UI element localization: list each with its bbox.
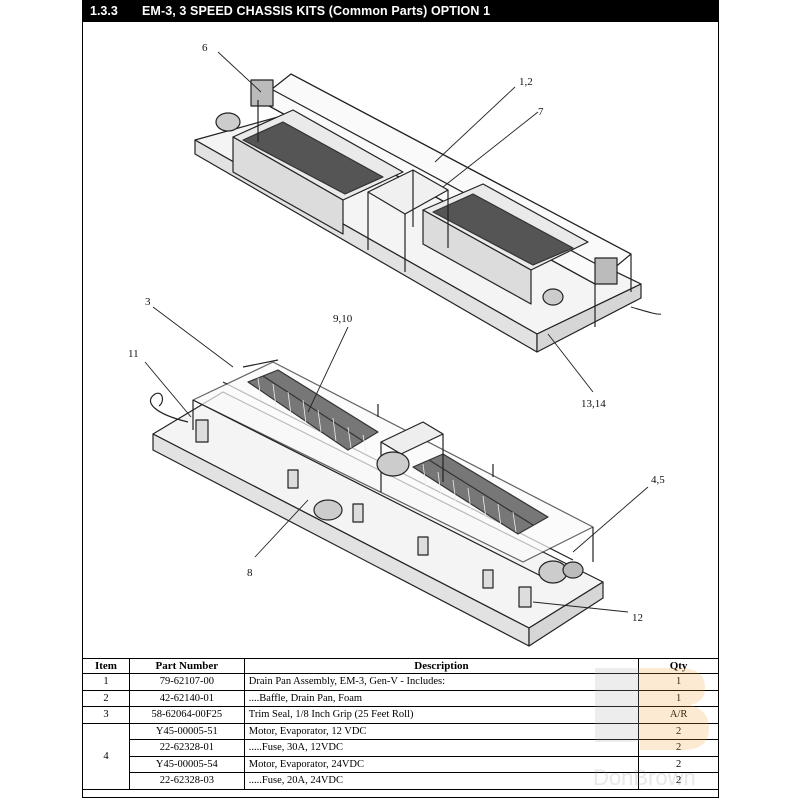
- table-row: 22-62328-03 .....Fuse, 20A, 24VDC 2: [83, 772, 719, 790]
- table-row: 22-62328-01 .....Fuse, 30A, 12VDC 2: [83, 739, 719, 757]
- description-cell: Motor, Evaporator, 24VDC: [243, 755, 640, 773]
- description-cell: Motor, Evaporator, 12 VDC: [243, 722, 640, 740]
- qty-cell: 1: [638, 673, 719, 691]
- callout-1-2: 1,2: [519, 76, 533, 88]
- qty-cell: 2: [638, 739, 719, 757]
- section-number: 1.3.3: [90, 4, 118, 18]
- callout-7: 7: [538, 106, 544, 118]
- table-row: Y45-00005-54 Motor, Evaporator, 24VDC 2: [83, 755, 719, 773]
- qty-cell: 2: [638, 772, 719, 790]
- col-qty: Qty: [638, 658, 719, 674]
- leader-lines: [144, 51, 649, 613]
- callout-12: 12: [632, 612, 643, 624]
- section-title: EM-3, 3 SPEED CHASSIS KITS (Common Parts…: [142, 4, 491, 18]
- description-cell: Drain Pan Assembly, EM-3, Gen-V - Includ…: [243, 673, 640, 691]
- chassis-drawing: [144, 51, 662, 647]
- col-part-number: Part Number: [128, 658, 245, 674]
- part-number-cell: 22-62328-01: [128, 739, 245, 757]
- table-row: 1 79-62107-00 Drain Pan Assembly, EM-3, …: [82, 673, 719, 691]
- part-number-cell: 42-62140-01: [128, 689, 245, 707]
- callout-4-5: 4,5: [651, 474, 665, 486]
- item-cell: 1: [82, 673, 130, 691]
- item-cell: 4: [82, 722, 130, 790]
- lower-assembly: [149, 359, 604, 647]
- qty-cell: 1: [638, 689, 719, 707]
- callout-6: 6: [202, 42, 208, 54]
- part-number-cell: 58-62064-00F25: [128, 706, 245, 724]
- part-number-cell: 22-62328-03: [128, 772, 245, 790]
- col-item: Item: [82, 658, 130, 674]
- description-cell: ....Baffle, Drain Pan, Foam: [243, 689, 640, 707]
- upper-assembly: [194, 73, 662, 353]
- part-number-cell: 79-62107-00: [128, 673, 245, 691]
- part-number-cell: Y45-00005-51: [128, 722, 245, 740]
- callout-13-14: 13,14: [581, 398, 606, 410]
- callout-11: 11: [128, 348, 139, 360]
- qty-cell: 2: [638, 755, 719, 773]
- callout-3: 3: [145, 296, 151, 308]
- item-cell: 3: [82, 706, 130, 724]
- callout-9-10: 9,10: [333, 313, 353, 325]
- description-cell: Trim Seal, 1/8 Inch Grip (25 Feet Roll): [243, 706, 640, 724]
- part-number-cell: Y45-00005-54: [128, 755, 245, 773]
- item-cell: 2: [82, 689, 130, 707]
- table-row: 4 Y45-00005-51 Motor, Evaporator, 12 VDC…: [82, 722, 719, 790]
- table-row: 2 42-62140-01 ....Baffle, Drain Pan, Foa…: [82, 689, 719, 707]
- parts-table: Item Part Number Description Qty 1 79-62…: [82, 658, 719, 790]
- callout-8: 8: [247, 567, 253, 579]
- description-cell: .....Fuse, 20A, 24VDC: [243, 772, 640, 790]
- qty-cell: 2: [638, 722, 719, 740]
- description-cell: .....Fuse, 30A, 12VDC: [243, 739, 640, 757]
- table-row: 3 58-62064-00F25 Trim Seal, 1/8 Inch Gri…: [82, 706, 719, 724]
- col-description: Description: [243, 658, 640, 674]
- table-header-row: Item Part Number Description Qty: [82, 658, 719, 674]
- section-header: 1.3.3 EM-3, 3 SPEED CHASSIS KITS (Common…: [82, 0, 719, 22]
- qty-cell: A/R: [638, 706, 719, 724]
